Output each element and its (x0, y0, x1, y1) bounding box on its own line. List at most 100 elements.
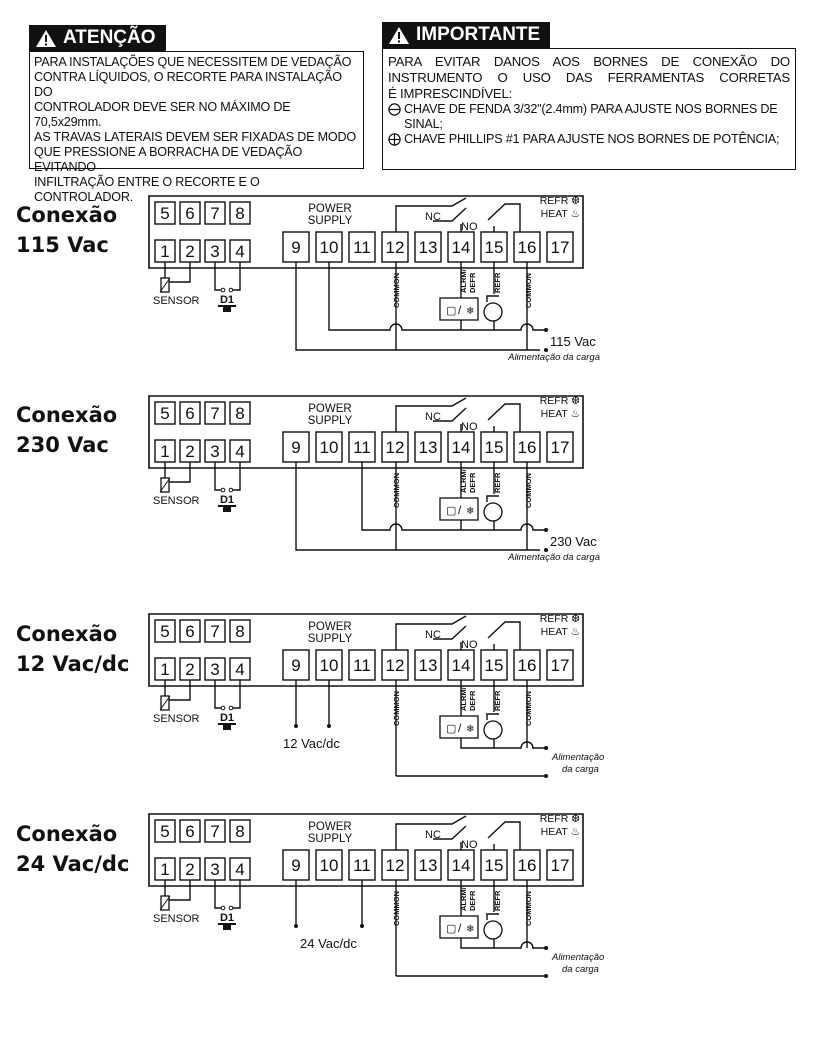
nc-label: NC (425, 211, 441, 223)
warning-icon (389, 26, 409, 44)
terminal-number: 5 (160, 404, 169, 423)
relay-contact (433, 207, 467, 222)
terminal-7 (204, 401, 226, 425)
supply-voltage-label: 230 Vac (550, 534, 597, 549)
sensor-icon (159, 277, 171, 293)
attention-line: QUE PRESSIONE A BORRACHA DE VEDAÇÃO EVIT… (34, 145, 303, 174)
speaker-icon: ▢ (446, 505, 456, 517)
terminal-number: 7 (210, 204, 219, 223)
attention-title: ATENÇÃO (63, 27, 156, 48)
important-item: CHAVE DE FENDA 3/32"(2.4mm) PARA AJUSTE … (388, 102, 790, 132)
terminal-10 (315, 431, 343, 463)
terminal-13 (414, 431, 442, 463)
heat-label: HEAT ♨ (541, 408, 580, 420)
terminal-12 (381, 231, 409, 263)
terminal-number: 12 (386, 238, 405, 257)
terminal-9 (282, 649, 310, 681)
terminal-dot (544, 328, 548, 332)
terminal-number: 9 (291, 238, 300, 257)
alarm-icon (439, 297, 479, 321)
heat-label: HEAT ♨ (541, 826, 580, 838)
sensor-label: SENSOR (153, 713, 200, 725)
terminal-number: 13 (419, 856, 438, 875)
terminal-number: 9 (291, 656, 300, 675)
terminal-8 (229, 819, 251, 843)
load-wire (460, 738, 545, 749)
terminal-14 (447, 849, 475, 881)
sensor-wire (168, 462, 191, 483)
terminal-number: 2 (185, 442, 194, 461)
supply-voltage-label: 24 Vac/dc (300, 936, 357, 951)
terminal-number: 6 (185, 622, 194, 641)
relay-contact (420, 815, 467, 825)
d1-button (218, 505, 236, 507)
terminal-dot (544, 548, 548, 552)
terminal-number: 4 (235, 860, 244, 879)
slash-icon: / (458, 503, 462, 517)
terminal-6 (179, 401, 201, 425)
terminal-7 (204, 819, 226, 843)
sensor-icon (159, 477, 171, 493)
terminal-number: 2 (185, 242, 194, 261)
important-item: CHAVE PHILLIPS #1 PARA AJUSTE NOS BORNES… (388, 132, 790, 147)
terminal-dot (544, 946, 548, 950)
alarm-label: ALRM/ (459, 686, 468, 711)
relay-contact (487, 621, 521, 650)
refr-label: REFR ❆ (540, 613, 581, 625)
terminal-8 (229, 619, 251, 643)
compressor-icon (486, 713, 499, 720)
no-label: NO (461, 839, 478, 851)
terminal-dot (544, 746, 548, 750)
important-title: IMPORTANTE (416, 24, 541, 45)
alarm-label: DEFR (468, 272, 477, 293)
terminal-7 (204, 619, 226, 643)
heat-label: HEAT ♨ (541, 626, 580, 638)
important-box: PARA EVITAR DANOS AOS BORNES DE CONEXÃO … (382, 48, 796, 170)
terminal-17 (546, 849, 574, 881)
defrost-icon: ❄ (466, 924, 474, 935)
slash-icon: / (458, 303, 462, 317)
terminal-dot (294, 724, 298, 728)
d1-contact (228, 487, 234, 493)
terminal-number: 12 (386, 856, 405, 875)
alarm-icon (439, 497, 479, 521)
refr-side-label: REFR (493, 272, 502, 293)
terminal-number: 11 (353, 856, 371, 875)
terminal-number: 14 (452, 238, 471, 257)
attention-line: CONTRA LÍQUIDOS, O RECORTE PARA INSTALAÇ… (34, 70, 342, 99)
terminal-dot (544, 348, 548, 352)
sensor-label: SENSOR (153, 913, 200, 925)
important-line: PARA EVITAR DANOS AOS BORNES DE CONEXÃO … (388, 54, 790, 69)
warning-icon (36, 29, 56, 47)
terminal-number: 10 (320, 856, 339, 875)
terminal-5 (154, 401, 176, 425)
relay-contact (420, 397, 467, 407)
d1-contact (228, 287, 234, 293)
d1-button (223, 507, 231, 512)
terminal-number: 15 (485, 438, 504, 457)
terminal-number: 16 (518, 438, 537, 457)
d1-label: D1 (220, 494, 234, 506)
power-supply-label: SUPPLY (308, 833, 353, 845)
load-wire (460, 938, 545, 949)
terminal-10 (315, 649, 343, 681)
terminal-17 (546, 649, 574, 681)
terminal-11 (348, 231, 376, 263)
d1-label: D1 (220, 712, 234, 724)
terminal-number: 2 (185, 660, 194, 679)
terminal-number: 16 (518, 856, 537, 875)
load-supply-label: Alimentação (551, 752, 604, 763)
terminal-13 (414, 849, 442, 881)
terminal-12 (381, 649, 409, 681)
relay-contact (433, 407, 467, 422)
terminal-number: 9 (291, 856, 300, 875)
terminal-number: 11 (353, 438, 371, 457)
refr-side-label: REFR (493, 472, 502, 493)
relay-contact (420, 615, 467, 625)
terminal-number: 1 (160, 860, 169, 879)
terminal-number: 8 (235, 204, 244, 223)
power-supply-label: SUPPLY (308, 415, 353, 427)
no-label: NO (461, 639, 478, 651)
d1-wire (214, 680, 222, 709)
